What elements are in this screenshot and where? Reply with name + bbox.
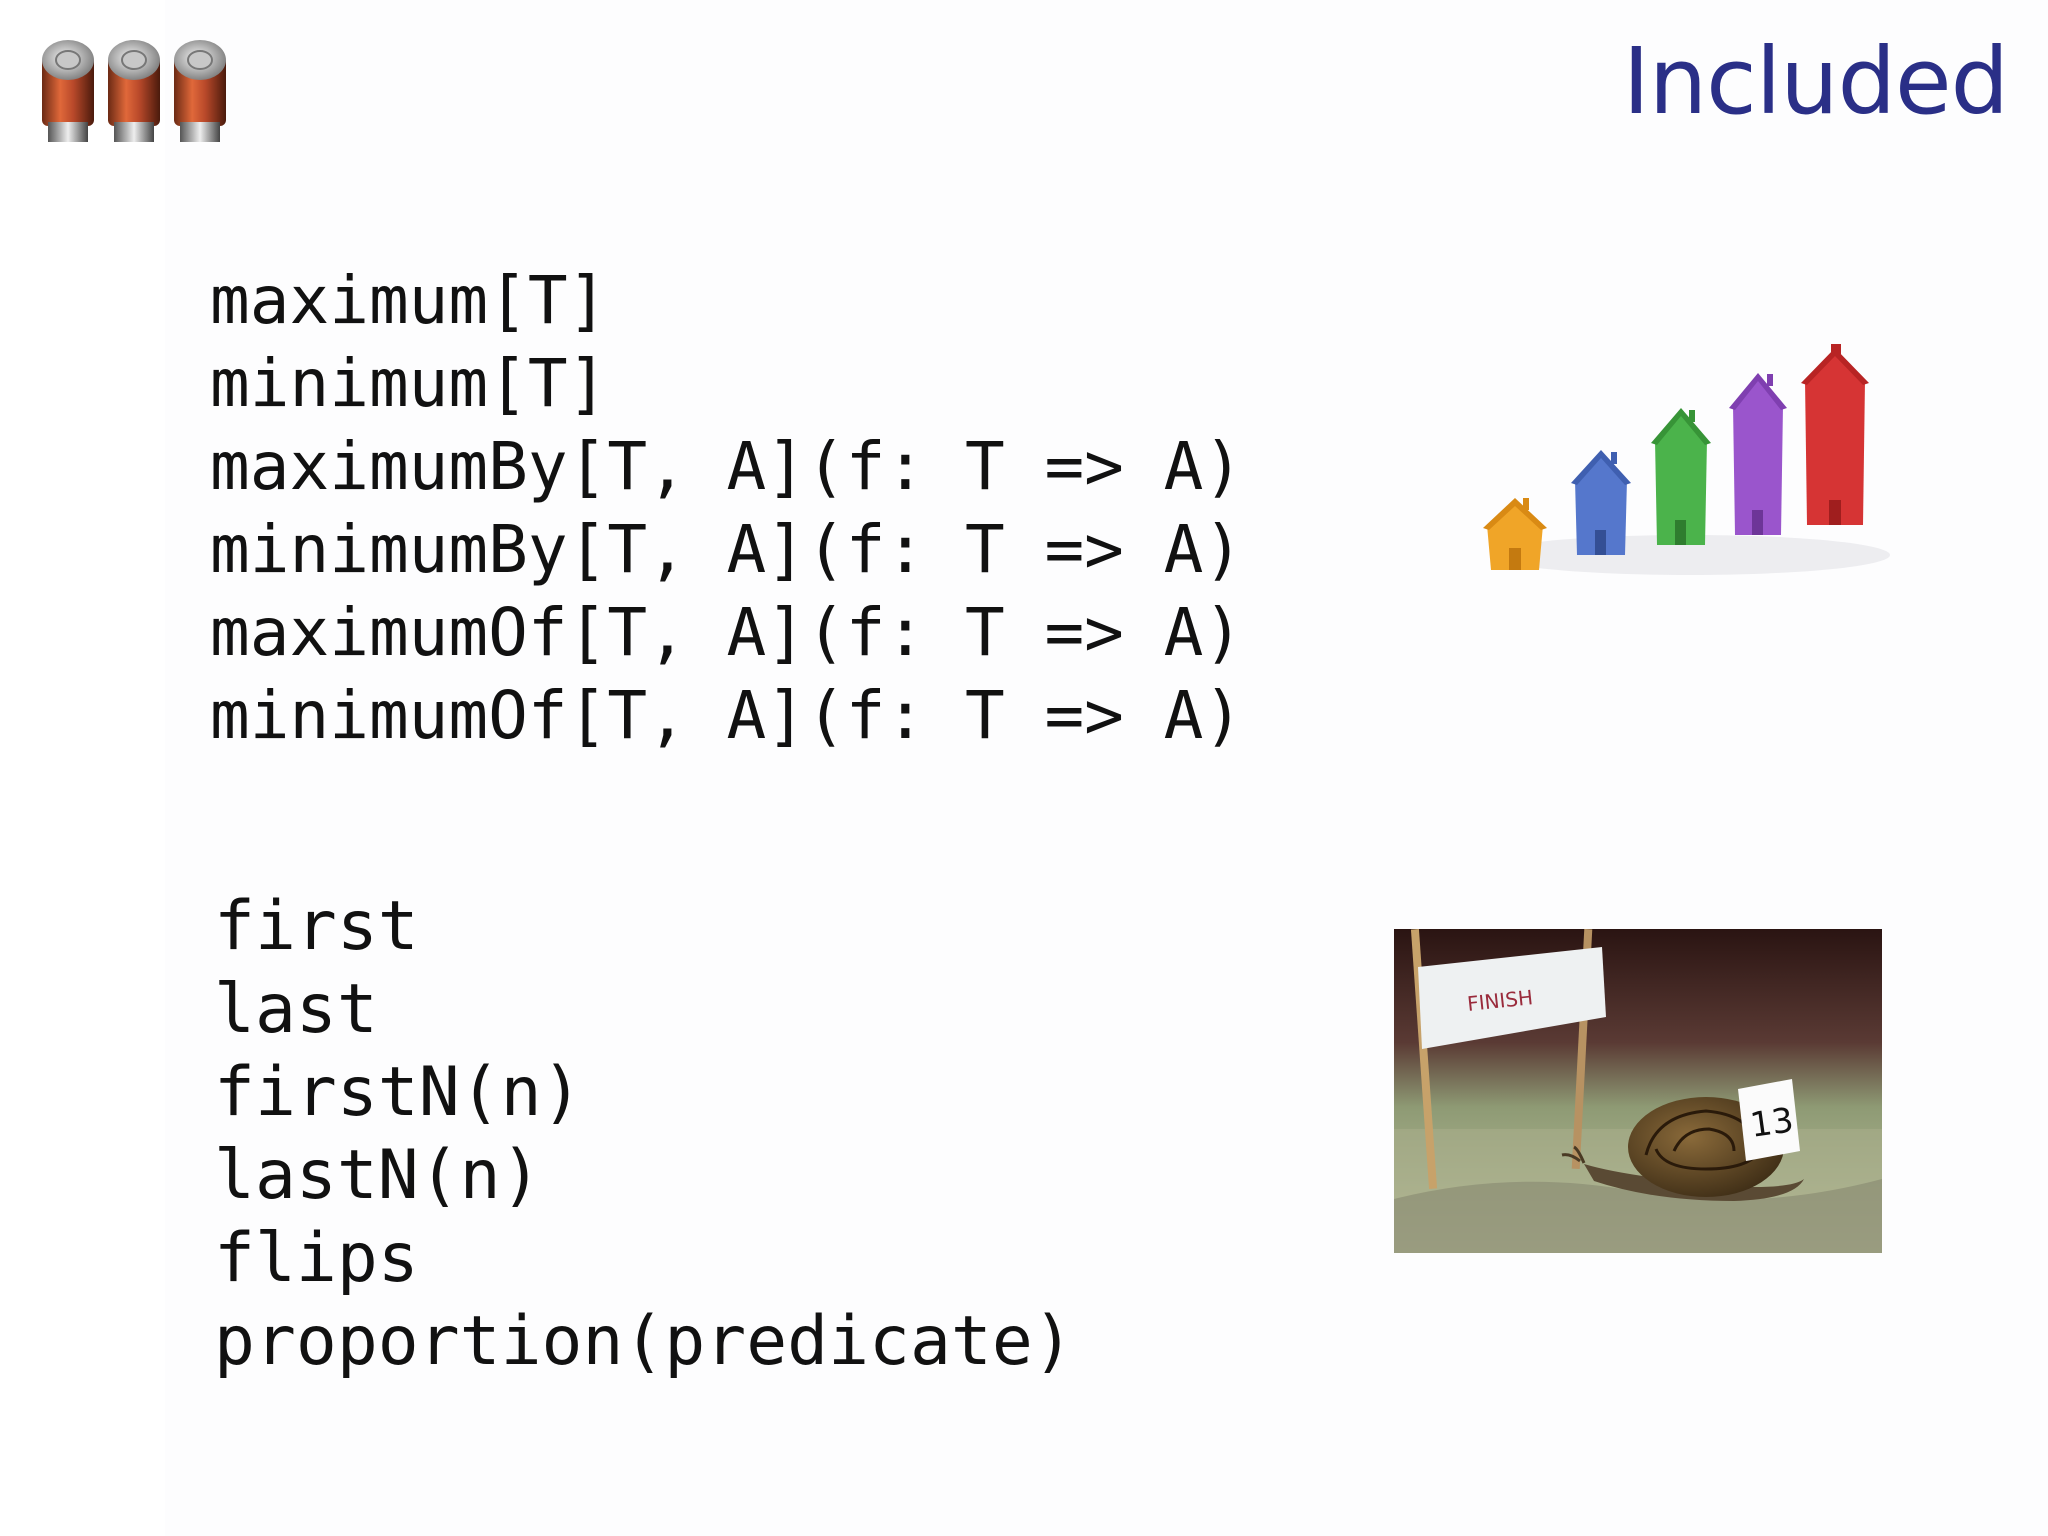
positional-code-list: first last firstN(n) lastN(n) flips prop… <box>214 893 1074 1391</box>
code-line-flips: flips <box>214 1219 419 1298</box>
snail-finish-photo: FINISH 13 <box>1394 929 1882 1253</box>
code-line-first: first <box>214 887 419 966</box>
code-line-maximumby: maximumBy[T, A](f: T => A) <box>210 428 1244 505</box>
code-line-proportion: proportion(predicate) <box>214 1302 1074 1381</box>
slide-title: Included <box>1622 28 2009 135</box>
code-line-minimumby: minimumBy[T, A](f: T => A) <box>210 511 1244 588</box>
code-line-minimumof: minimumOf[T, A](f: T => A) <box>210 677 1244 754</box>
number-tag-text: 13 <box>1748 1100 1796 1146</box>
code-line-maximum: maximum[T] <box>210 262 608 339</box>
extremes-code-list: maximum[T] minimum[T] maximumBy[T, A](f:… <box>210 268 1243 766</box>
batteries-icon <box>38 38 234 146</box>
code-line-maximumof: maximumOf[T, A](f: T => A) <box>210 594 1244 671</box>
code-line-minimum: minimum[T] <box>210 345 608 422</box>
left-margin-band <box>0 0 165 1536</box>
rising-houses-illustration <box>1475 340 1895 590</box>
code-line-lastn: lastN(n) <box>214 1136 542 1215</box>
code-line-firstn: firstN(n) <box>214 1053 583 1132</box>
code-line-last: last <box>214 970 378 1049</box>
